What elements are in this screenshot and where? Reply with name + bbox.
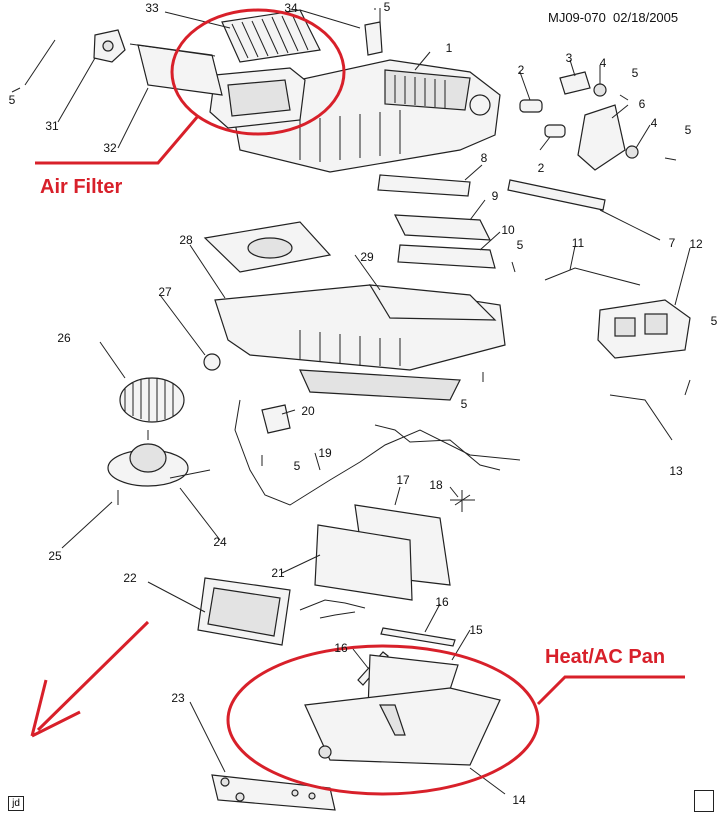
- part-number: 17: [396, 473, 410, 487]
- bracket-34: [364, 21, 383, 56]
- part-number: 18: [429, 478, 443, 492]
- part-number: 12: [689, 237, 703, 251]
- air-filter-label: Air Filter: [40, 176, 123, 198]
- part-number: 27: [158, 285, 172, 299]
- part-number: 33: [145, 1, 159, 15]
- part-number: 5: [294, 459, 301, 473]
- part-number: 2: [518, 63, 525, 77]
- part-number: 1: [446, 41, 453, 55]
- heater-core-21: [299, 524, 413, 619]
- part-number: 5: [9, 93, 16, 107]
- screws: [24, 8, 691, 505]
- corner-logo-icon: [694, 790, 714, 812]
- part-number: 5: [685, 123, 692, 137]
- plate-9: [393, 214, 492, 241]
- part-number: 34: [284, 1, 298, 15]
- part-number: 4: [651, 116, 658, 130]
- filter-housing: [209, 67, 306, 129]
- harness-19: [234, 399, 521, 506]
- heat-ac-pan-label: Heat/AC Pan: [545, 646, 666, 668]
- part-number: 24: [213, 535, 227, 549]
- cable-11: [544, 267, 641, 286]
- heat-ac-pan-circle: [226, 644, 540, 796]
- cabin-air-filter-element: [221, 9, 321, 63]
- box-29: [368, 284, 497, 321]
- doc-code: MJ09-070: [548, 10, 606, 25]
- plate-10: [397, 244, 496, 269]
- part-number: 5: [632, 66, 639, 80]
- part-number: 5: [461, 397, 468, 411]
- heat-ac-pan-14: [304, 687, 501, 766]
- part-number: 32: [103, 141, 117, 155]
- actuator-31: [93, 29, 126, 63]
- heat-ac-pan-pointer: [536, 675, 685, 706]
- lever-8: [377, 174, 471, 197]
- diagram-header: MJ09-070 02/18/2005: [548, 10, 678, 25]
- part-number: 29: [360, 250, 374, 264]
- part-number: 4: [600, 56, 607, 70]
- part-number: 22: [123, 571, 137, 585]
- part-number: 20: [301, 404, 315, 418]
- corner-initials: jd: [8, 796, 24, 811]
- part-number: 7: [669, 236, 676, 250]
- part-number: 15: [469, 623, 483, 637]
- part-number: 6: [639, 97, 646, 111]
- cover-plate-32: [129, 43, 223, 96]
- part-number: 5: [517, 238, 524, 252]
- filter-frame-22: [197, 577, 291, 646]
- part-number: 3: [566, 51, 573, 65]
- part-number: 2: [538, 161, 545, 175]
- bracket-23: [211, 774, 336, 811]
- part-number: 5: [384, 0, 391, 14]
- part-number: 25: [48, 549, 62, 563]
- part-number: 14: [512, 793, 526, 807]
- part-number: 13: [669, 464, 683, 478]
- part-number: 16: [334, 641, 348, 655]
- clip-18: [450, 490, 475, 512]
- leader-lines: [11, 8, 691, 795]
- resistor-20: [261, 404, 291, 434]
- direction-arrow-shaft: [36, 620, 150, 732]
- part-number: 19: [318, 446, 332, 460]
- direction-arrow-head: [30, 679, 81, 738]
- part-number: 31: [45, 119, 59, 133]
- part-number: 9: [492, 189, 499, 203]
- control-module-12: [597, 299, 691, 359]
- actuator-linkage: [519, 71, 639, 171]
- red-annotations: [30, 8, 685, 796]
- part-number: 5: [711, 314, 718, 328]
- grommet-27: [203, 353, 221, 371]
- doc-date: 02/18/2005: [613, 10, 679, 25]
- blower-wheel-26: [119, 377, 185, 423]
- air-filter-pointer: [35, 115, 200, 165]
- part-number-labels: 1 2 2 3 4 4 5 5 5 5 5 5 5 5 6 7 8 9 10 1…: [9, 0, 718, 807]
- cable-13: [609, 394, 673, 441]
- rod-7: [507, 179, 606, 211]
- part-number: 21: [271, 566, 285, 580]
- part-number: 26: [57, 331, 71, 345]
- part-number: 23: [171, 691, 185, 705]
- part-number: 28: [179, 233, 193, 247]
- tube-16a: [380, 627, 456, 647]
- air-filter-circle: [170, 8, 346, 136]
- part-number: 8: [481, 151, 488, 165]
- part-number: 11: [572, 236, 585, 250]
- blower-motor-24: [107, 430, 189, 487]
- part-number: 16: [435, 595, 449, 609]
- part-number: 10: [501, 223, 515, 237]
